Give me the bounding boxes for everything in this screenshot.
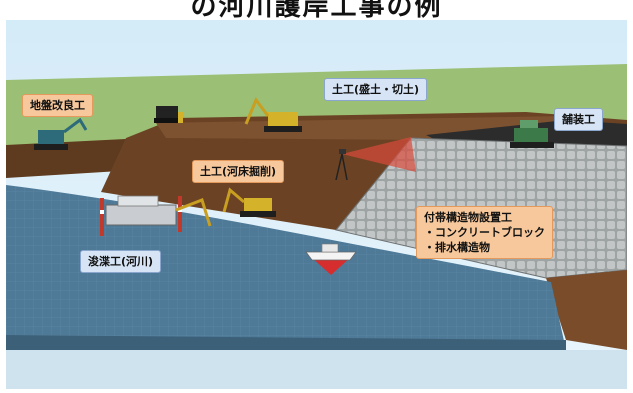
- label-ground-improvement: 地盤改良工: [22, 94, 93, 117]
- excavator-icon: [244, 97, 302, 132]
- page-title: の河川護岸工事の例: [190, 0, 443, 22]
- label-paving: 舗装工: [554, 108, 603, 131]
- excavator-icon: [34, 117, 88, 150]
- label-earthwork-fill-cut: 土工(盛土・切土): [324, 78, 428, 101]
- slope-side-soil: [546, 270, 627, 350]
- scene-svg: [6, 20, 628, 389]
- survey-beam: [342, 137, 416, 172]
- construction-illustration: 地盤改良工 土工(盛土・切土) 舗装工 土工(河床掘削) 浚渫工(河川) 付帯構…: [6, 20, 628, 389]
- paver-icon: [510, 120, 554, 148]
- label-earthwork-riverbed: 土工(河床掘削): [192, 160, 285, 183]
- ancillary-item: ・コンクリートブロック: [424, 226, 545, 239]
- label-dredging: 浚渫工(河川): [80, 250, 162, 273]
- survey-boat-icon: [305, 243, 357, 261]
- boat-sonar: [311, 257, 351, 275]
- riverbed-section: [6, 335, 566, 350]
- survey-tripod-icon: [335, 149, 348, 181]
- ancillary-item: ・排水構造物: [424, 241, 490, 254]
- excavator-icon: [222, 187, 276, 217]
- dredger-barge-icon: [100, 195, 212, 236]
- label-ancillary-structures: 付帯構造物設置工 ・コンクリートブロック ・排水構造物: [416, 206, 553, 259]
- bulldozer-icon: [154, 106, 183, 123]
- ancillary-heading: 付帯構造物設置工: [424, 211, 512, 224]
